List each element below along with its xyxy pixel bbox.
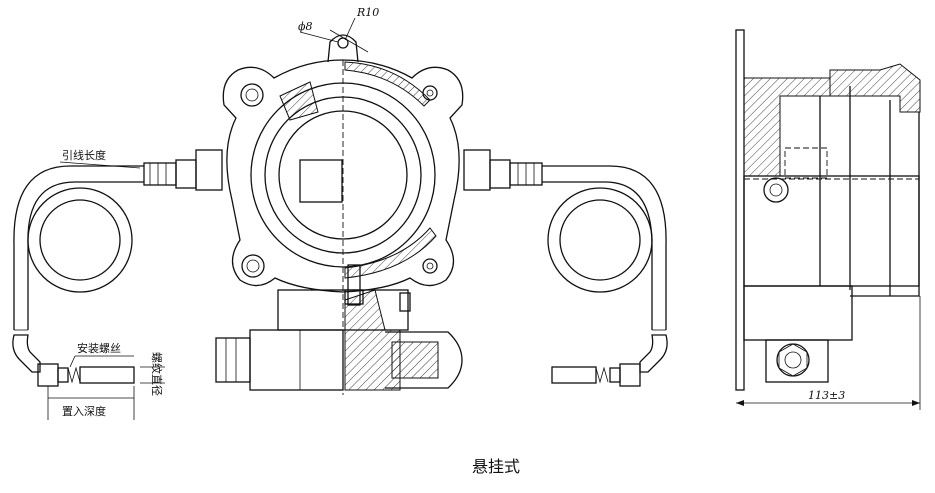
lower-base xyxy=(215,264,463,391)
width-dim-label: 113±3 xyxy=(808,389,845,402)
drawing-caption: 悬挂式 xyxy=(472,457,520,476)
front-view: ϕ8 R10 引线长度 安装螺丝 置入深度 螺纹直径 xyxy=(12,6,668,420)
insert-depth-label: 置入深度 xyxy=(62,404,106,418)
radius-label: R10 xyxy=(356,6,379,19)
right-coil xyxy=(542,165,667,331)
enclosure xyxy=(222,59,464,395)
right-gland xyxy=(463,149,543,191)
vertical-note-label: 螺纹直径 xyxy=(150,352,164,396)
side-view: 113±3 xyxy=(735,29,921,410)
left-coil xyxy=(13,165,144,331)
right-probe xyxy=(551,334,668,387)
mount-thread-label: 安装螺丝 xyxy=(77,341,121,355)
left-gland xyxy=(143,149,223,191)
left-probe xyxy=(12,334,135,387)
diameter-label: ϕ8 xyxy=(298,20,313,33)
front-dimensions: ϕ8 R10 引线长度 安装螺丝 置入深度 螺纹直径 xyxy=(47,6,379,420)
lead-length-label: 引线长度 xyxy=(62,148,106,162)
hanging-lug xyxy=(299,17,369,63)
